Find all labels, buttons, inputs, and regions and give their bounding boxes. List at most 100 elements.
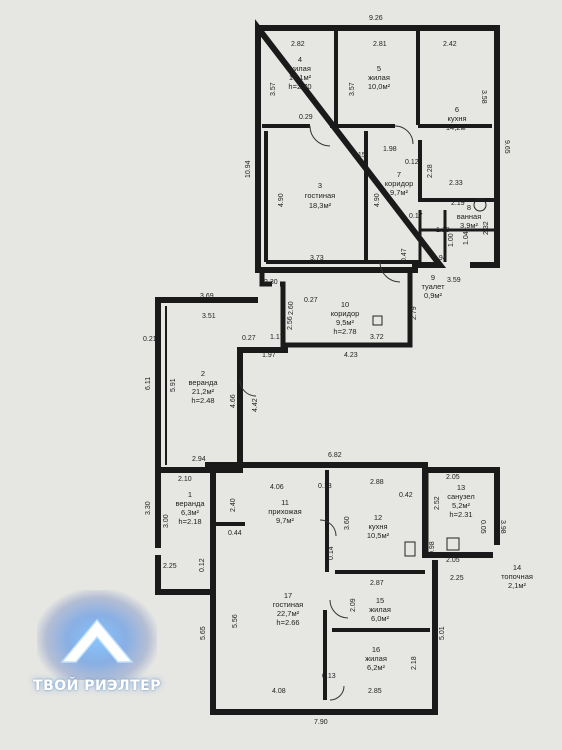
svg-text:7: 7 bbox=[397, 170, 401, 179]
dim-label: 2.33 bbox=[449, 180, 463, 187]
room-label-1: 1 веранда 6,3м² h=2.18 bbox=[175, 490, 205, 526]
svg-text:туалет: туалет bbox=[421, 282, 445, 291]
dim-label: 0.44 bbox=[228, 530, 242, 537]
svg-text:10: 10 bbox=[341, 300, 349, 309]
svg-text:15: 15 bbox=[376, 596, 384, 605]
svg-text:веранда: веранда bbox=[175, 499, 205, 508]
svg-text:кухня: кухня bbox=[368, 522, 387, 531]
svg-text:22,7м²: 22,7м² bbox=[277, 609, 300, 618]
room-label-5: 5 жилая 10,0м² bbox=[368, 64, 391, 91]
brand-name: ТВОЙ РИЭЛТЕР bbox=[33, 678, 161, 694]
brand-logo: ТВОЙ РИЭЛТЕР bbox=[22, 590, 172, 710]
dim-label: 0.17 bbox=[409, 213, 423, 220]
dim-label: 2.32 bbox=[483, 221, 490, 235]
dim-label: 3.58 bbox=[480, 90, 487, 104]
svg-text:6,2м²: 6,2м² bbox=[367, 663, 386, 672]
svg-text:0,9м²: 0,9м² bbox=[424, 291, 443, 300]
svg-text:6,3м²: 6,3м² bbox=[181, 508, 200, 517]
dim-label: 5.56 bbox=[232, 614, 239, 628]
svg-text:9,7м²: 9,7м² bbox=[390, 188, 409, 197]
svg-text:18,3м²: 18,3м² bbox=[309, 201, 332, 210]
svg-text:3: 3 bbox=[318, 181, 322, 190]
svg-text:16: 16 bbox=[372, 645, 380, 654]
svg-text:коридор: коридор bbox=[385, 179, 414, 188]
dim-label: 1.17 bbox=[270, 334, 284, 341]
dim-label: 0.12 bbox=[405, 159, 419, 166]
dim-label: 4.06 bbox=[270, 484, 284, 491]
room-label-11: 11 прихожая 9,7м² bbox=[268, 498, 301, 525]
svg-text:14: 14 bbox=[513, 563, 521, 572]
dim-label: 0.47 bbox=[401, 248, 408, 262]
dim-label: 2.87 bbox=[370, 580, 384, 587]
svg-text:9: 9 bbox=[431, 273, 435, 282]
dim-label: 2.56 bbox=[287, 316, 294, 330]
svg-text:санузел: санузел bbox=[447, 492, 474, 501]
room-label-13: 13 санузел 5,2м² h=2.31 bbox=[447, 483, 474, 519]
svg-text:жилая: жилая bbox=[368, 73, 390, 82]
svg-text:жилая: жилая bbox=[289, 64, 311, 73]
svg-text:веранда: веранда bbox=[188, 378, 218, 387]
dim-label: 2.25 bbox=[163, 563, 177, 570]
room-label-14: 14 топочная 2,1м² bbox=[501, 563, 533, 590]
dim-label: 1.97 bbox=[262, 352, 276, 359]
svg-text:кухня: кухня bbox=[447, 114, 466, 123]
dim-label: 2.42 bbox=[443, 41, 457, 48]
svg-text:8: 8 bbox=[467, 203, 471, 212]
dim-label: 2.81 bbox=[373, 41, 387, 48]
dim-label: 0.27 bbox=[242, 335, 256, 342]
upper-outer-walls bbox=[255, 19, 500, 273]
dim-label: 5.65 bbox=[200, 626, 207, 640]
room-label-2: 2 веранда 21,2м² h=2.48 bbox=[188, 369, 218, 405]
dim-label: 3.60 bbox=[344, 516, 351, 530]
dim-label: 0.13 bbox=[322, 673, 336, 680]
svg-text:коридор: коридор bbox=[331, 309, 360, 318]
dim-label: 4.90 bbox=[278, 193, 285, 207]
svg-text:h=2.48: h=2.48 bbox=[191, 396, 214, 405]
room-label-6: 6 кухня 14,2м² bbox=[446, 105, 469, 132]
dim-label: 0.13 bbox=[318, 483, 332, 490]
svg-text:10,1м²: 10,1м² bbox=[289, 73, 312, 82]
room-label-4: 4 жилая 10,1м² h=2.70 bbox=[288, 55, 311, 91]
dim-label: 2.82 bbox=[291, 41, 305, 48]
svg-text:13: 13 bbox=[457, 483, 465, 492]
svg-text:прихожая: прихожая bbox=[268, 507, 301, 516]
dim-label: 3.69 bbox=[200, 293, 214, 300]
dim-label: 3.98 bbox=[499, 520, 506, 534]
dim-label: 4.08 bbox=[272, 688, 286, 695]
dim-label: 1.18 bbox=[436, 227, 450, 234]
dim-label: 2.40 bbox=[230, 498, 237, 512]
dim-label: 3.00 bbox=[163, 514, 170, 528]
dim-label: 4.42 bbox=[252, 398, 259, 412]
dim-label: 0.42 bbox=[399, 492, 413, 499]
dim-label: 2.94 bbox=[192, 456, 206, 463]
dim-label: 3.51 bbox=[202, 313, 216, 320]
svg-text:9,7м²: 9,7м² bbox=[276, 516, 295, 525]
dim-label: 9.26 bbox=[369, 15, 383, 22]
room-label-10: 10 коридор 9,5м² h=2.78 bbox=[331, 300, 360, 336]
dim-label: 3.57 bbox=[270, 82, 277, 96]
svg-text:2,1м²: 2,1м² bbox=[508, 581, 527, 590]
dim-label: 2.05 bbox=[446, 474, 460, 481]
svg-text:1: 1 bbox=[188, 490, 192, 499]
dim-label: 4.23 bbox=[344, 352, 358, 359]
dim-label: 3.30 bbox=[145, 501, 152, 515]
room-label-7: 7 коридор 9,7м² bbox=[385, 170, 414, 197]
dim-label: 2.60 bbox=[288, 301, 295, 315]
dim-label: 0.29 bbox=[299, 114, 313, 121]
dim-label: 5.01 bbox=[439, 626, 446, 640]
dim-label: 2.28 bbox=[427, 164, 434, 178]
dim-label: 3.72 bbox=[370, 334, 384, 341]
dim-label: 0.14 bbox=[328, 546, 335, 560]
svg-text:2: 2 bbox=[201, 369, 205, 378]
svg-text:4: 4 bbox=[298, 55, 302, 64]
svg-text:12: 12 bbox=[374, 513, 382, 522]
svg-text:гостиная: гостиная bbox=[273, 600, 304, 609]
svg-text:10,5м²: 10,5м² bbox=[367, 531, 390, 540]
dim-label: 2.52 bbox=[434, 496, 441, 510]
svg-text:жилая: жилая bbox=[365, 654, 387, 663]
room-label-3: 3 гостиная 18,3м² bbox=[305, 181, 336, 210]
dim-label: 2.88 bbox=[370, 479, 384, 486]
dim-label: 2.05 bbox=[446, 557, 460, 564]
